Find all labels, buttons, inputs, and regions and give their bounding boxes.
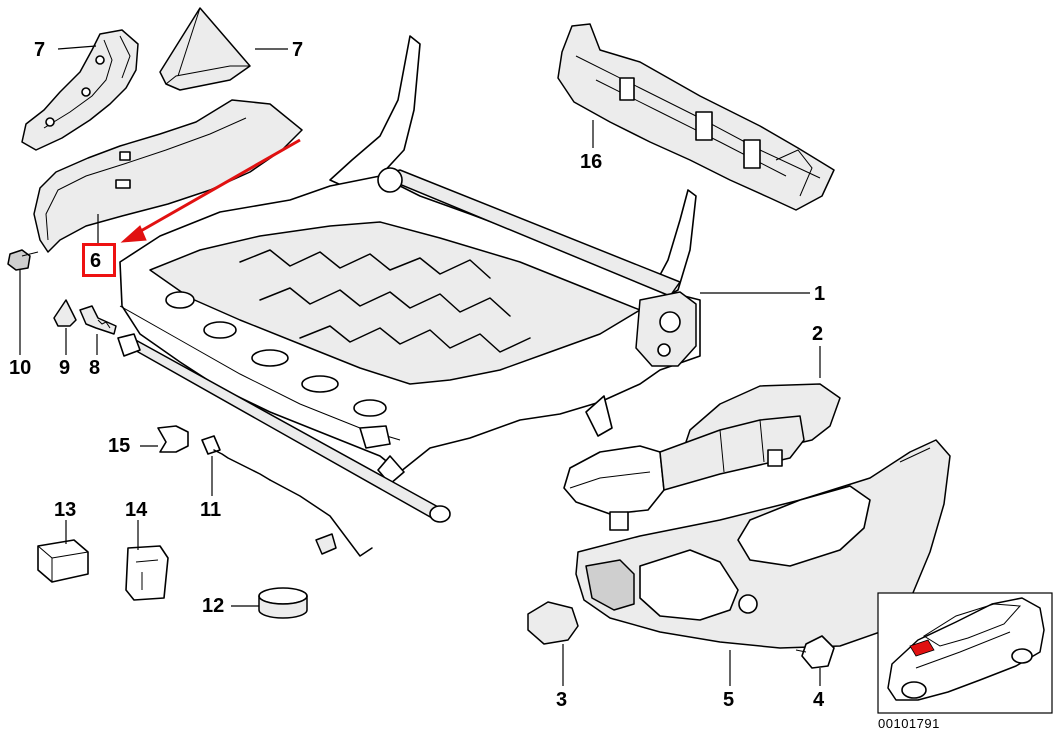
callout-15: 15 — [108, 435, 131, 457]
callout-9: 9 — [59, 357, 71, 379]
part-13-block — [37, 539, 89, 583]
callout-16: 16 — [580, 151, 603, 173]
part-9-nut — [53, 299, 77, 327]
part-15-clip — [157, 425, 189, 453]
part-11-cable — [201, 435, 373, 557]
part-2-motor — [563, 383, 841, 531]
callout-3: 3 — [556, 689, 568, 711]
callout-8: 8 — [89, 357, 101, 379]
callout-6: 6 — [90, 250, 102, 272]
part-16-bracket — [557, 23, 835, 211]
leader-lines — [19, 45, 821, 686]
catalog-number: 00101791 — [878, 716, 940, 731]
part-14-clip — [125, 545, 169, 601]
highlight-arrow — [120, 138, 301, 243]
callout-7-right: 7 — [292, 39, 304, 61]
callout-13: 13 — [54, 499, 77, 521]
callout-11: 11 — [200, 499, 222, 521]
part-4-clip — [795, 635, 835, 669]
part-5-side-panel — [575, 439, 951, 649]
part-12-ring — [258, 587, 308, 619]
part-7-left-cover — [21, 29, 139, 151]
part-8-bolt — [79, 305, 117, 335]
callout-12: 12 — [202, 595, 225, 617]
part-3-small-cover — [527, 601, 579, 645]
callout-7-left: 7 — [34, 39, 46, 61]
callout-1: 1 — [814, 283, 826, 305]
highlight-box-part-6 — [82, 243, 116, 277]
callout-2: 2 — [812, 323, 824, 345]
part-7-right-cover — [159, 7, 251, 91]
vehicle-thumbnail — [877, 592, 1053, 714]
callout-4: 4 — [813, 689, 825, 711]
part-1-seat-frame — [117, 35, 701, 523]
callout-10: 10 — [9, 357, 32, 379]
callout-14: 14 — [125, 499, 148, 521]
part-10-screw — [7, 249, 39, 271]
callout-5: 5 — [723, 689, 735, 711]
